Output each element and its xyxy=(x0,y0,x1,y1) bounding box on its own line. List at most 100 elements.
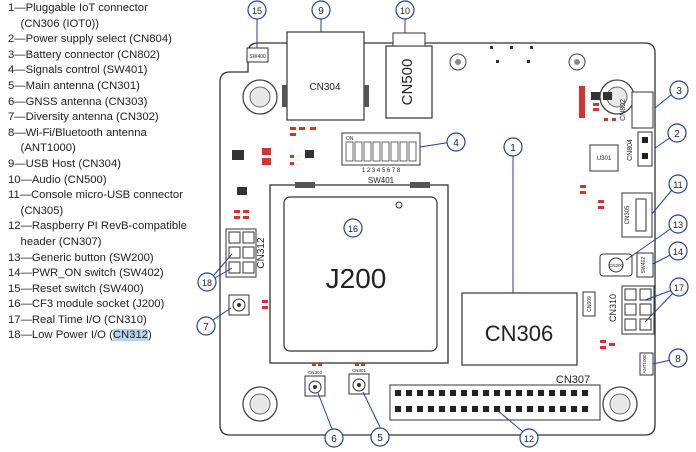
legend-item-15: 15—Reset switch (SW400) xyxy=(8,282,144,295)
callout-13-num: 13 xyxy=(673,220,683,230)
cn312-io-header xyxy=(225,228,257,278)
callout-18: 18 xyxy=(197,272,217,292)
component-legend: 1—Pluggable IoT connector (CN306 (IOT0))… xyxy=(8,1,233,344)
callout-14-num: 14 xyxy=(673,247,683,257)
callout-9: 9 xyxy=(311,0,331,20)
mounting-hole-bottom-left xyxy=(242,386,278,422)
callout-3-num: 3 xyxy=(676,86,682,97)
legend-item-1-cont: (CN306 (IOT0)) xyxy=(8,17,100,30)
u301-chip xyxy=(589,144,619,172)
screw-hole-2 xyxy=(568,53,586,71)
cn200-generic-button xyxy=(599,253,633,277)
cn500-label: CN500 xyxy=(399,59,416,106)
cn301-label: CN301 xyxy=(352,368,367,373)
small-components xyxy=(232,46,616,366)
cn302-diversity-antenna xyxy=(228,294,250,316)
cn306-iot-connector xyxy=(461,292,578,366)
mounting-hole-top-left xyxy=(242,79,278,115)
callout-5: 5 xyxy=(370,427,390,447)
sw401-dip-switch xyxy=(341,132,421,166)
cn304-label: CN304 xyxy=(309,82,341,93)
cn310-label: CN310 xyxy=(608,294,618,322)
sw402-pwr-switch xyxy=(636,252,654,278)
cn309-connector xyxy=(582,291,596,317)
legend-item-8: 8—Wi-Fi/Bluetooth antenna xyxy=(8,126,147,139)
callout-7: 7 xyxy=(196,316,216,336)
screw-hole-1 xyxy=(449,53,467,71)
callout-16: 16 xyxy=(343,218,363,238)
sw401-on-label: ON xyxy=(346,136,354,142)
cn312-label: CN312 xyxy=(256,237,267,269)
callout-16-num: 16 xyxy=(348,224,358,234)
ant1000-label: ANT1000 xyxy=(642,354,647,374)
sw401-numbers: 1 2 3 4 5 6 7 8 xyxy=(362,168,401,174)
cn306-label: CN306 xyxy=(485,321,553,346)
j200-tab-top-right xyxy=(410,182,430,188)
cn200-label: CN200 xyxy=(609,263,624,268)
cn200-button-cap xyxy=(608,257,624,273)
callout-17-num: 17 xyxy=(674,283,684,293)
callout-8-num: 8 xyxy=(675,354,681,365)
j200-label: J200 xyxy=(326,263,387,294)
cn303-gnss-antenna xyxy=(304,375,326,397)
legend-item-10: 10—Audio (CN500) xyxy=(8,173,107,186)
cn804-label: CN804 xyxy=(627,139,634,161)
legend-item-4: 4—Signals control (SW401) xyxy=(8,64,148,77)
legend-item-9: 9—USB Host (CN304) xyxy=(8,157,122,170)
cn500-audio-jack xyxy=(385,45,433,119)
callout-1-num: 1 xyxy=(510,143,516,154)
legend-item-13: 13—Generic button (SW200) xyxy=(8,251,154,264)
callout-12: 12 xyxy=(519,428,539,448)
highlighted-selection[interactable]: CN312 xyxy=(112,329,149,342)
legend-item-8-cont: (ANT1000) xyxy=(8,142,76,155)
callout-5-num: 5 xyxy=(377,433,383,444)
legend-item-11-cont: (CN305) xyxy=(8,204,64,217)
callout-15: 15 xyxy=(247,0,267,20)
callout-4: 4 xyxy=(446,132,466,152)
legend-item-12: 12—Raspberry PI RevB-compatible xyxy=(8,220,187,233)
cn304-pins-right xyxy=(364,85,369,107)
callout-11: 11 xyxy=(668,174,688,194)
sw401-label: SW401 xyxy=(368,176,395,185)
j200-tab-top xyxy=(295,182,315,188)
callout-17: 17 xyxy=(669,277,689,297)
callout-6-num: 6 xyxy=(331,434,337,445)
legend-item-18-text: 18—Low Power I/O ( xyxy=(8,329,113,342)
legend-item-1: 1—Pluggable IoT connector xyxy=(8,2,148,14)
cn310-io-header xyxy=(621,285,655,335)
callout-2: 2 xyxy=(667,123,687,143)
cn500-barrel xyxy=(392,32,426,47)
callout-11-num: 11 xyxy=(673,180,682,190)
legend-item-14: 14—PWR_ON switch (SW402) xyxy=(8,267,164,280)
callout-2-num: 2 xyxy=(674,129,680,140)
callout-10-num: 10 xyxy=(400,6,410,16)
j200-inner-frame xyxy=(283,196,438,352)
callout-4-num: 4 xyxy=(453,138,459,149)
u301-label: U301 xyxy=(597,156,612,162)
legend-item-12-cont: header (CN307) xyxy=(8,235,102,248)
cn301-main-antenna xyxy=(348,373,370,395)
legend-item-5: 5—Main antenna (CN301) xyxy=(8,79,140,92)
cn307-label: CN307 xyxy=(556,374,590,386)
legend-item-17: 17—Real Time I/O (CN310) xyxy=(8,313,147,326)
cn305-port xyxy=(635,198,647,232)
legend-item-6: 6—GNSS antenna (CN303) xyxy=(8,95,148,108)
cn307-pins xyxy=(395,390,588,412)
callout-15-num: 15 xyxy=(252,6,262,16)
cn303-label: CN303 xyxy=(308,370,323,375)
legend-item-16: 16—CF3 module socket (J200) xyxy=(8,298,165,311)
cn802-battery-connector xyxy=(631,91,654,129)
cn804-jumper-1 xyxy=(642,137,648,143)
cn804-jumper-2 xyxy=(642,153,648,159)
callout-6: 6 xyxy=(324,428,344,448)
cn804-power-select xyxy=(637,131,653,167)
cn802-label: CN802 xyxy=(620,99,627,121)
callout-7-num: 7 xyxy=(203,322,209,333)
cn305-label: CN305 xyxy=(625,205,631,224)
callout-13: 13 xyxy=(668,214,688,234)
callout-1: 1 xyxy=(503,137,523,157)
sw402-label: SW402 xyxy=(641,257,647,274)
cn304-usb-host xyxy=(286,31,365,121)
sw401-toggles xyxy=(345,141,417,162)
